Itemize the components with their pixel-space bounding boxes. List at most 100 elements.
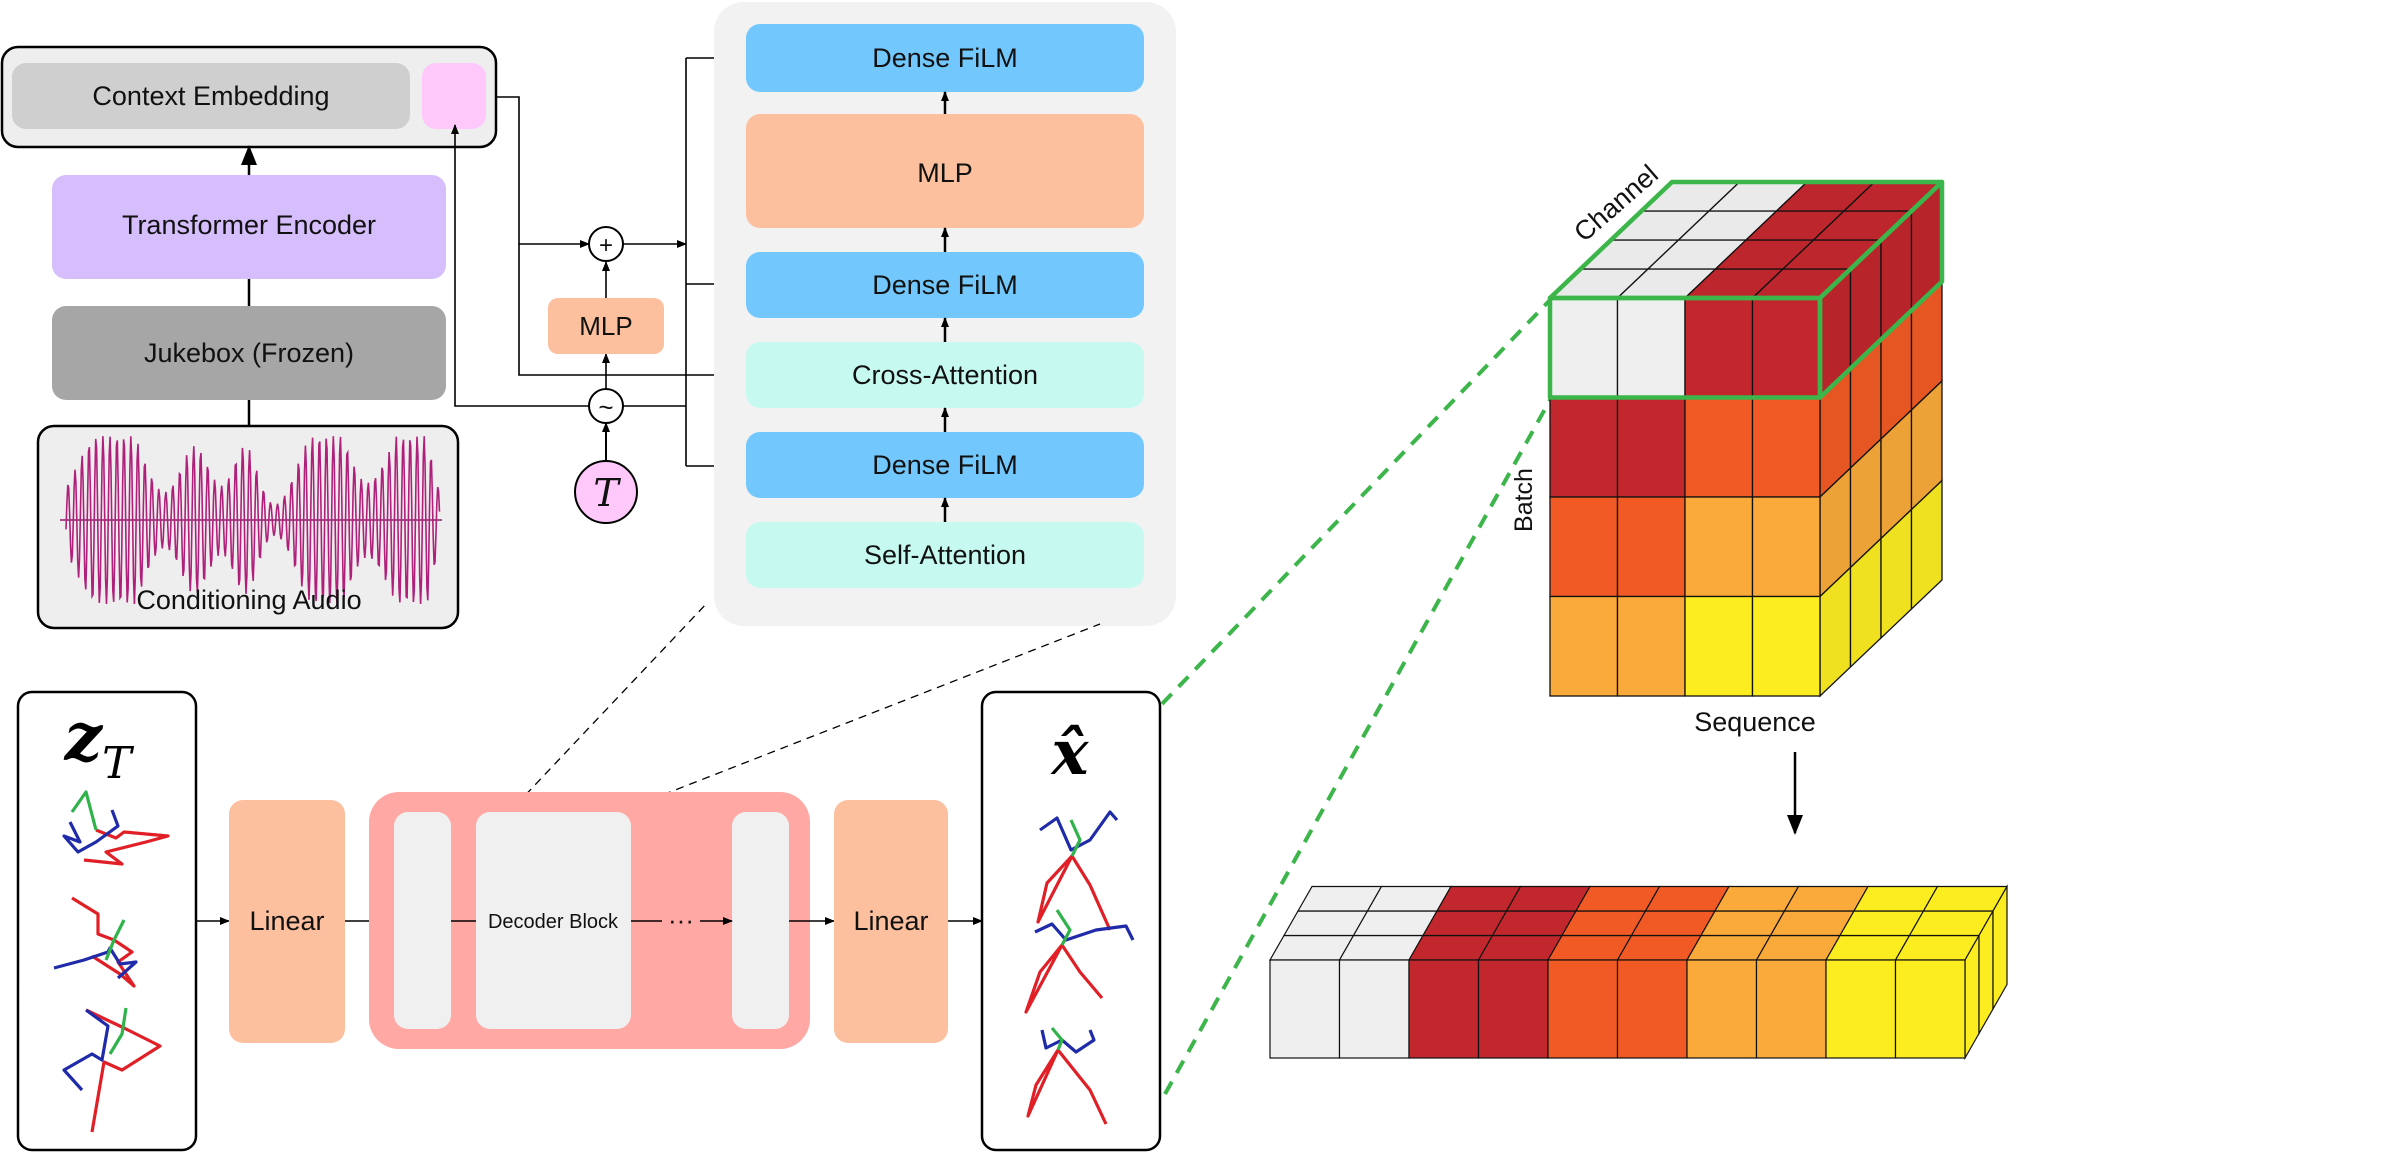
tensor-front-cell [1616,496,1686,598]
skeleton-spine [1050,1026,1064,1051]
line-context-to-sum [496,96,590,248]
skeleton-spine [1055,909,1072,946]
zoom-line-left [515,601,709,806]
skeleton-arms [62,809,120,854]
timestep-mlp-block [548,298,664,354]
tensor-batch-slice-highlight [1817,179,1945,400]
skeleton-legs [83,828,170,866]
skeleton-arms [62,1008,110,1092]
flat-front-cell [1755,959,1827,1059]
context-embedding-label: Context Embedding [92,81,329,111]
timestep-t-label: T [593,471,621,515]
skeleton-legs [71,896,136,988]
skeleton-legs [1036,854,1112,931]
decoder-stack-ellipsis: ··· [668,905,694,935]
transformer-encoder-label: Transformer Encoder [122,210,376,240]
pose-skeleton [1036,810,1119,931]
layer-dense-film-bottom-label: Dense FiLM [872,450,1018,480]
flat-front-cell [1408,959,1480,1059]
clean-pose-skeletons [1024,810,1135,1125]
tensor-front-cell [1684,297,1754,399]
transformer-encoder-block [52,175,446,279]
decoder-block-main-label: Decoder Block [488,911,619,933]
layer-mlp [746,114,1144,228]
layer-dense-film-top-label: Dense FiLM [872,43,1018,73]
skeleton-legs [1026,1048,1108,1125]
tensor-front-cell [1751,595,1821,697]
pose-skeleton [1024,909,1135,1014]
skeleton-legs [1024,943,1104,1014]
pose-skeleton [62,790,170,866]
flat-front-cell [1338,959,1410,1059]
skeleton-arms [1040,1029,1096,1054]
noisy-pose-skeletons [53,790,170,1133]
context-embedding-block [12,63,410,129]
skeleton-spine [104,919,126,961]
tensor-front-cell [1616,396,1686,498]
flat-side-cell [1992,884,2008,1012]
pose-skeleton [1026,1026,1108,1125]
tensor-zoom-line-upper [1160,298,1552,706]
linear-in-block [229,800,345,1043]
flat-front-cell [1686,959,1758,1059]
decoder-stack-slot-last [732,812,789,1029]
layer-dense-film-top [746,24,1144,92]
tensor-zoom-line-lower [1163,399,1552,1095]
tensor-front-cell [1549,297,1619,399]
tensor-sequence-label: Sequence [1694,707,1816,737]
layer-mlp-label: MLP [917,158,973,188]
decoder-block-main [476,812,631,1029]
tensor-front-cell [1751,396,1821,498]
tensor-front-cell [1549,496,1619,598]
flat-front-cell [1477,959,1549,1059]
line-fourier-to-token [451,124,589,407]
flattened-tensor [1268,884,2009,1061]
layer-dense-film-middle [746,252,1144,318]
tensor-front-cell [1684,595,1754,697]
skeleton-arms [1039,810,1119,852]
tensor-side-cell [1910,478,1943,611]
input-noise-label: zT [64,698,135,789]
layer-cross-attention [746,342,1144,408]
linear-out-label: Linear [853,906,928,936]
zoom-line-right [623,623,1101,811]
skeleton-spine [1069,819,1082,857]
conditioning-audio-label: Conditioning Audio [136,585,361,615]
layer-cross-attention-label: Cross-Attention [852,360,1038,390]
skeleton-spine [70,790,98,831]
flat-front-cell [1616,959,1688,1059]
skeleton-spine [108,1007,128,1055]
skeleton-legs [85,1008,162,1133]
tensor-front-cell [1616,297,1686,399]
jukebox-block [52,306,446,400]
tensor-front-cell [1684,496,1754,598]
output-pose-panel [980,690,1162,1152]
skeleton-arms [1034,922,1135,942]
line-context-to-cross-attention [518,244,746,379]
flat-front-cell [1269,959,1341,1059]
context-embedding-group: Context Embedding [0,45,498,149]
output-pose-label: x̂ [1050,716,1090,789]
layer-dense-film-bottom [746,432,1144,498]
tensor-cube [1547,179,1945,698]
layer-self-attention-label: Self-Attention [864,540,1026,570]
tensor-front-cell [1751,297,1821,399]
layer-dense-film-middle-label: Dense FiLM [872,270,1018,300]
timestep-mlp-label: MLP [579,311,632,341]
timestep-embedding-token [422,63,486,129]
layer-self-attention [746,522,1144,588]
audio-waveform [65,436,441,605]
flat-front-cell [1547,959,1619,1059]
jukebox-label: Jukebox (Frozen) [144,338,354,368]
tensor-front-cell [1549,396,1619,498]
tensor-front-cell [1751,496,1821,598]
tensor-front-cell [1684,396,1754,498]
flat-front-cell [1825,959,1897,1059]
linear-out-block [834,800,948,1043]
pose-skeleton [62,1007,162,1133]
sum-plus-label: + [599,232,613,259]
fourier-tilde-label: ~ [598,392,613,422]
tensor-front-cell [1549,595,1619,697]
flat-front-cell [1894,959,1966,1059]
